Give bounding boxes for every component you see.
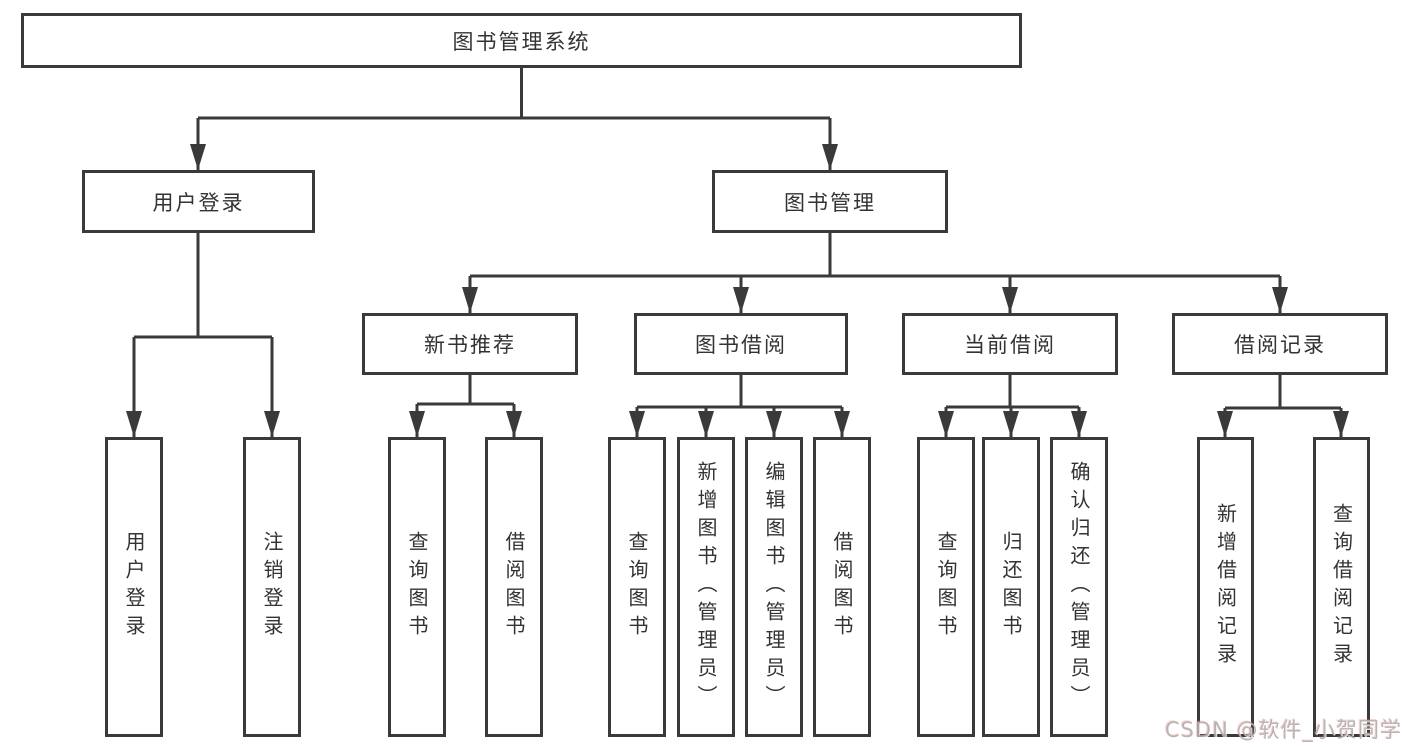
- node-borrowing-records: 借阅记录: [1172, 313, 1388, 375]
- leaf-confirm-return-admin: 确认归还（管理员）: [1050, 437, 1108, 737]
- leaf-query-books-borrowing: 查询图书: [608, 437, 666, 737]
- leaf-borrow-books-recommend: 借阅图书: [485, 437, 543, 737]
- leaf-return-books: 归还图书: [982, 437, 1040, 737]
- leaf-query-books-recommend: 查询图书: [388, 437, 446, 737]
- leaf-query-books-current: 查询图书: [917, 437, 975, 737]
- leaf-user-login: 用户登录: [105, 437, 163, 737]
- leaf-borrow-books: 借阅图书: [813, 437, 871, 737]
- leaf-add-borrowing-record: 新增借阅记录: [1197, 437, 1254, 737]
- watermark: CSDN @软件_小贺同学: [1164, 718, 1402, 742]
- leaf-add-books-admin: 新增图书（管理员）: [677, 437, 735, 737]
- node-library-management-system: 图书管理系统: [21, 13, 1022, 68]
- node-book-borrowing: 图书借阅: [634, 313, 848, 375]
- leaf-query-borrowing-record: 查询借阅记录: [1313, 437, 1370, 737]
- node-user-login: 用户登录: [82, 170, 315, 233]
- node-book-management: 图书管理: [712, 170, 948, 233]
- node-current-borrowing: 当前借阅: [902, 313, 1118, 375]
- node-new-book-recommendation: 新书推荐: [362, 313, 578, 375]
- leaf-edit-books-admin: 编辑图书（管理员）: [745, 437, 803, 737]
- leaf-logout: 注销登录: [243, 437, 301, 737]
